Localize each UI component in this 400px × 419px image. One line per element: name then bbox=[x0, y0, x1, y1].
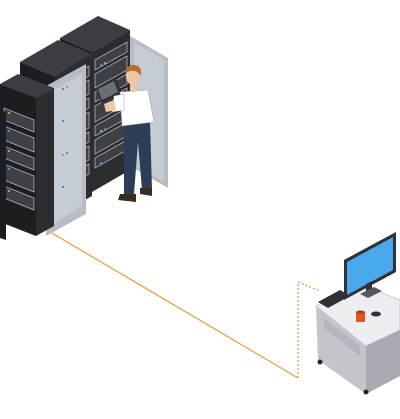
status-led bbox=[66, 152, 68, 154]
cable-solid-line bbox=[39, 225, 299, 379]
status-led bbox=[104, 128, 106, 130]
network-cable bbox=[39, 225, 319, 379]
mouse-icon bbox=[371, 311, 381, 317]
status-led bbox=[62, 186, 64, 188]
status-led bbox=[8, 190, 10, 192]
cable-dotted-line bbox=[297, 281, 319, 378]
status-led bbox=[8, 112, 10, 114]
keyboard-icon bbox=[318, 290, 350, 308]
status-led bbox=[100, 130, 102, 132]
status-led bbox=[62, 88, 64, 90]
status-led bbox=[8, 130, 10, 132]
status-led bbox=[62, 154, 64, 156]
server-rack-icon bbox=[0, 74, 54, 236]
status-led bbox=[66, 86, 68, 88]
status-led bbox=[100, 162, 102, 164]
workstation-desk-icon bbox=[315, 232, 400, 395]
technician-icon bbox=[96, 64, 155, 202]
status-led bbox=[8, 168, 10, 170]
status-led bbox=[104, 62, 106, 64]
status-led bbox=[100, 64, 102, 66]
status-led bbox=[8, 150, 10, 152]
status-led bbox=[62, 120, 64, 122]
monitor-icon bbox=[344, 232, 396, 300]
server-rack-icon bbox=[0, 110, 6, 240]
mug-icon bbox=[356, 310, 365, 322]
server-racks bbox=[0, 16, 168, 240]
